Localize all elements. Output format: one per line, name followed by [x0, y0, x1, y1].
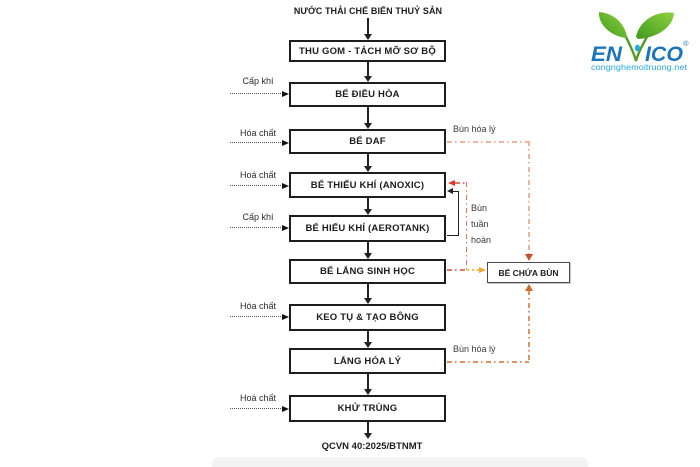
input-label-chem-2: Hoá chất	[239, 170, 277, 180]
registered-mark: ®	[683, 39, 689, 48]
arrow-down-icon	[364, 34, 372, 40]
arrow-up-icon	[525, 284, 533, 291]
connector-line	[367, 284, 369, 298]
arrow-right-icon	[282, 405, 289, 412]
logo-text-right: ICO	[645, 43, 683, 66]
physchem-sludge-line	[528, 290, 530, 362]
water-drop-icon	[634, 44, 641, 52]
recirculation-label-line3: hoàn	[471, 235, 492, 245]
daf-sludge-line	[528, 141, 530, 254]
arrow-down-icon	[364, 342, 372, 348]
leaf-stem	[624, 36, 638, 62]
daf-sludge-label: Bùn hóa lý	[453, 124, 496, 134]
arrow-right-icon	[282, 224, 289, 231]
input-dotted-line	[230, 185, 283, 186]
step-box-lang-hoa-ly: LẮNG HÓA LÝ	[289, 348, 446, 374]
sludge-tank-box: BỂ CHỨA BÙN	[487, 262, 570, 283]
input-dotted-line	[230, 142, 283, 143]
leaf-icon	[598, 12, 627, 38]
connector-line	[367, 242, 369, 253]
arrow-down-icon	[364, 433, 372, 439]
recycle-line	[447, 234, 459, 237]
step-box-khu-trung: KHỬ TRÙNG	[289, 395, 446, 422]
logo-website: congnghemoitruong.net	[591, 62, 688, 72]
arrow-down-icon	[364, 298, 372, 304]
arrow-down-icon	[364, 253, 372, 259]
arrow-down-icon	[364, 209, 372, 215]
arrow-down-icon	[525, 254, 533, 261]
physchem-sludge-label: Bùn hóa lý	[453, 344, 496, 354]
leaf-icon	[636, 12, 674, 39]
recirculation-line	[447, 269, 467, 271]
connector-line	[367, 18, 369, 34]
connector-line	[367, 331, 369, 342]
arrow-right-icon	[282, 139, 289, 146]
connector-line	[367, 422, 369, 433]
input-dotted-line	[230, 316, 283, 317]
clarifier-sludge-line	[467, 269, 480, 272]
input-label-chem-1: Hóa chất	[239, 128, 277, 138]
arrow-down-icon	[364, 389, 372, 395]
step-box-dieu-hoa: BỂ ĐIỀU HÒA	[289, 82, 446, 107]
arrow-down-icon	[364, 166, 372, 172]
connector-line	[367, 198, 369, 209]
arrow-left-icon	[448, 179, 455, 186]
envico-logo: EN ICO ® congnghemoitruong.net	[590, 8, 690, 72]
input-dotted-line	[230, 93, 283, 94]
connector-line	[367, 374, 369, 389]
daf-sludge-line	[447, 141, 529, 143]
step-box-anoxic: BỂ THIẾU KHÍ (ANOXIC)	[289, 172, 446, 198]
recirculation-label-line1: Bùn	[471, 203, 488, 213]
logo-text-left: EN	[591, 43, 623, 66]
arrow-left-icon	[447, 188, 453, 194]
leaf-stem	[634, 34, 650, 62]
step-box-lang-sinh-hoc: BỂ LẮNG SINH HỌC	[289, 259, 446, 284]
arrow-right-icon	[282, 182, 289, 189]
connector-line	[367, 107, 369, 123]
input-label-air-2: Cấp khí	[242, 212, 274, 222]
step-box-aerotank: BỂ HIẾU KHÍ (AEROTANK)	[289, 215, 446, 242]
input-label-air-1: Cấp khí	[242, 76, 274, 86]
bottom-edge-strip	[212, 457, 588, 467]
recycle-line	[457, 190, 459, 236]
arrow-right-icon	[282, 90, 289, 97]
step-box-thu-gom: THU GOM - TÁCH MỠ SƠ BỘ	[289, 40, 446, 62]
connector-line	[367, 62, 369, 76]
step-box-keo-tu: KEO TỤ & TẠO BÔNG	[289, 304, 446, 331]
arrow-down-icon	[364, 76, 372, 82]
recirculation-line	[465, 182, 468, 271]
recirculation-label-line2: tuần	[471, 219, 489, 229]
input-label-chem-3: Hóa chất	[239, 301, 277, 311]
recirculation-line	[455, 182, 467, 184]
step-box-daf: BỂ DAF	[289, 129, 446, 154]
outflow-standard-label: QCVN 40:2025/BTNMT	[321, 441, 423, 452]
arrow-down-icon	[364, 123, 372, 129]
arrow-right-icon	[282, 313, 289, 320]
input-label-chem-4: Hoá chất	[239, 393, 277, 403]
input-dotted-line	[230, 227, 283, 228]
diagram-title: NƯỚC THẢI CHẾ BIẾN THUỶ SẢN	[293, 6, 443, 16]
physchem-sludge-line	[447, 361, 529, 363]
input-dotted-line	[230, 408, 283, 409]
arrow-right-icon	[479, 266, 486, 273]
recycle-line	[453, 190, 459, 193]
connector-line	[367, 154, 369, 166]
envico-logo-graphic: EN ICO ® congnghemoitruong.net	[591, 12, 689, 72]
